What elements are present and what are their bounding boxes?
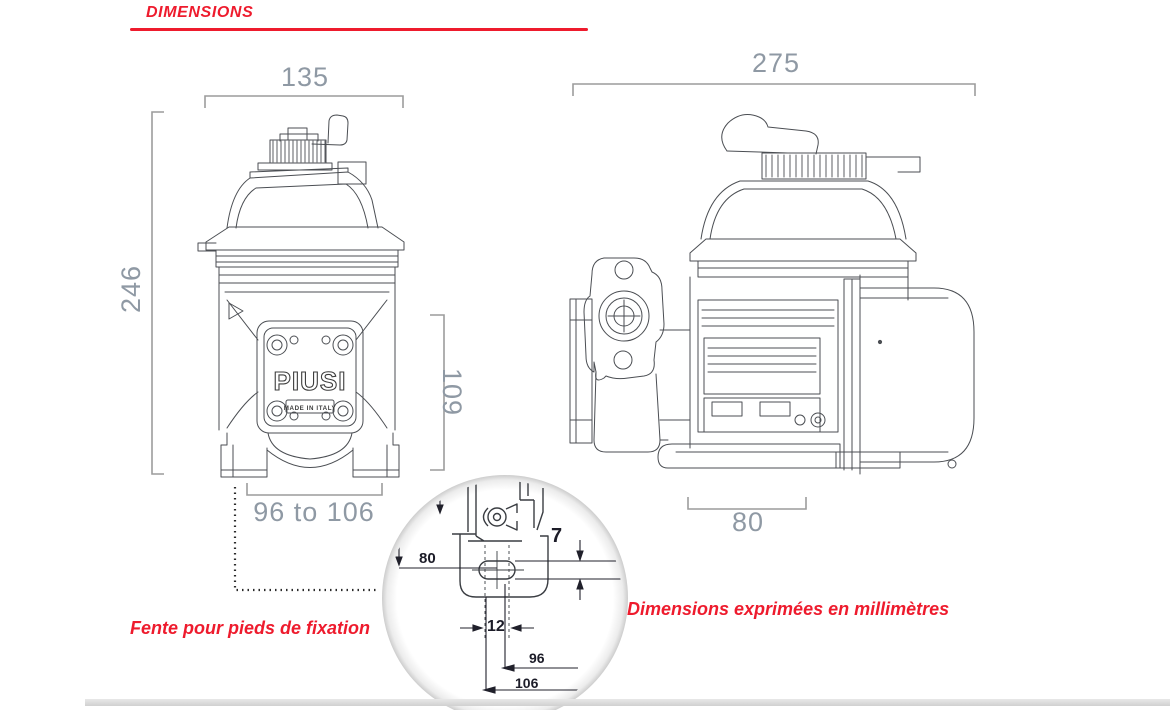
dim-bracket-246 <box>151 111 164 475</box>
dim-bracket-96-106 <box>246 483 383 496</box>
detail-dim-inner-span: 96 <box>529 650 545 666</box>
caption-units: Dimensions exprimées en millimètres <box>627 599 950 619</box>
detail-dim-slot-height: 7 <box>551 525 563 547</box>
side-view-drawing <box>569 114 975 475</box>
dim-front-body-height: 109 <box>437 367 467 417</box>
dim-bracket-135 <box>204 95 404 108</box>
dim-side-foot-width: 80 <box>731 507 765 537</box>
title-underline <box>130 28 588 31</box>
dotted-leader-line <box>233 487 378 592</box>
dimension-brackets <box>151 83 976 510</box>
dim-bracket-275 <box>572 83 976 96</box>
detail-dimension-lines <box>395 481 622 694</box>
page-title: DIMENSIONS <box>146 4 254 21</box>
front-view-drawing <box>197 114 405 478</box>
dim-side-length: 275 <box>751 48 801 78</box>
caption-foot-slot: Fente pour pieds de fixation <box>130 618 371 638</box>
dim-front-foot-span: 96 to 106 <box>253 497 375 527</box>
made-in-italy-label: MADE IN ITALY <box>284 405 337 412</box>
detail-foot-drawing <box>452 481 549 638</box>
detail-dim-slot-offset: 80 <box>419 550 436 567</box>
bottom-divider <box>85 699 1170 706</box>
piusi-logo: PIUSI <box>274 366 347 396</box>
dim-bracket-80 <box>687 497 807 510</box>
detail-dim-slot-width: 12 <box>487 618 505 635</box>
detail-circle <box>382 475 628 710</box>
dim-bracket-109 <box>430 314 445 471</box>
detail-dim-outer-span: 106 <box>515 675 539 691</box>
dim-front-width: 135 <box>281 62 330 92</box>
dim-front-height: 246 <box>116 264 146 314</box>
